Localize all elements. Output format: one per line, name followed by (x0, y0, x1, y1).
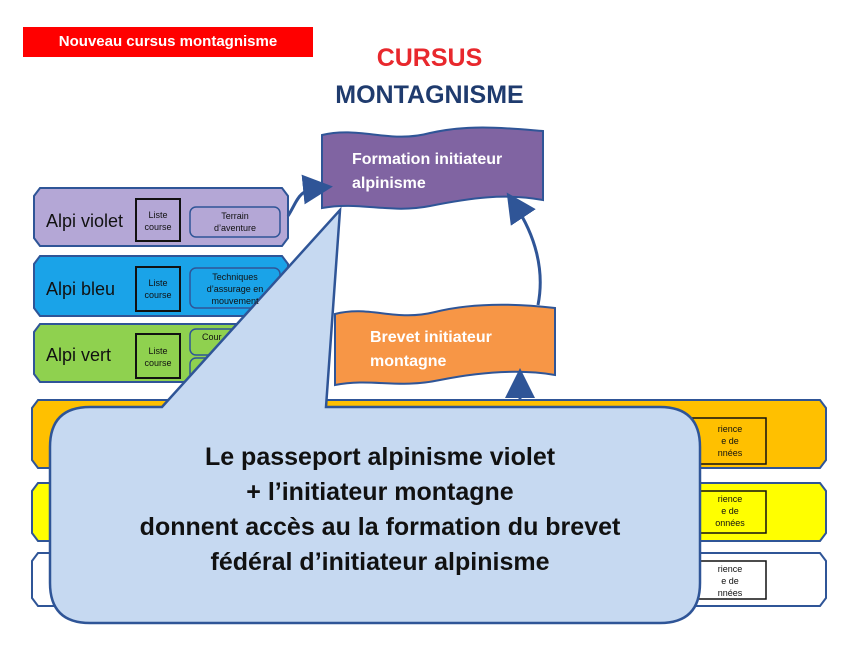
rb-line: e de (721, 576, 739, 586)
right-box-2-text: rience e de onnées (700, 493, 760, 529)
alpi-bleu-label: Alpi bleu (46, 279, 116, 299)
callout-line2: + l’initiateur montagne (246, 478, 514, 506)
cursus-tag-label: Nouveau cursus montagnisme (23, 27, 313, 57)
arrow-brevet-to-formation (506, 192, 542, 306)
rb-line: nnées (717, 588, 743, 598)
rb-line: rience (717, 424, 743, 434)
brevet-line2: montagne (370, 353, 447, 370)
callout-line3: donnent accès au la formation du brevet (139, 513, 621, 541)
callout-bubble (48, 206, 702, 625)
liste-course-violet: Liste course (136, 209, 180, 233)
title-montagnisme: MONTAGNISME (335, 81, 524, 109)
right-box-3-text: rience e de nnées (700, 563, 760, 599)
callout-line4: fédéral d’initiateur alpinisme (210, 548, 550, 576)
alpi-vert-label: Alpi vert (46, 345, 112, 365)
detail-bleu: Techniques d’assurage en mouvement (190, 271, 280, 307)
rb-line: nnées (717, 448, 743, 458)
detail-line: Terrain (221, 211, 249, 221)
liste-course-bleu: Liste course (136, 277, 180, 301)
callout-text: Le passeport alpinisme violet + l’initia… (70, 440, 690, 580)
callout-line1: Le passeport alpinisme violet (204, 443, 556, 471)
detail-vert: Cour (202, 332, 222, 342)
liste-course-vert: Liste course (136, 345, 180, 369)
rb-line: rience (717, 494, 743, 504)
title-cursus: CURSUS (376, 44, 483, 72)
right-box-1-text: rience e de nnées (700, 423, 760, 459)
detail-line: d’aventure (213, 223, 257, 233)
liste-text: Liste (148, 278, 168, 288)
formation-label: Formation initiateur alpinisme (352, 148, 502, 196)
rb-line: e de (721, 506, 739, 516)
detail-line: mouvement (211, 296, 259, 306)
detail-violet: Terrain d’aventure (190, 210, 280, 234)
brevet-banner-shape (334, 303, 556, 387)
brevet-label: Brevet initiateur montagne (370, 326, 492, 374)
formation-line1: Formation initiateur (352, 151, 503, 168)
rb-line: rience (717, 564, 743, 574)
alpi-violet-label: Alpi violet (46, 211, 124, 231)
liste-text: Liste (148, 346, 168, 356)
course-text: course (144, 358, 172, 368)
rb-line: onnées (715, 518, 745, 528)
course-text: course (144, 290, 172, 300)
arrow-violet-to-formation (286, 174, 333, 217)
rb-line: e de (721, 436, 739, 446)
formation-line2: alpinisme (352, 175, 426, 192)
detail-line: Techniques (212, 272, 258, 282)
formation-banner-shape (321, 126, 544, 210)
course-text: course (144, 222, 172, 232)
brevet-line1: Brevet initiateur (370, 329, 492, 346)
detail-line: d’assurage en (206, 284, 264, 294)
liste-text: Liste (148, 210, 168, 220)
